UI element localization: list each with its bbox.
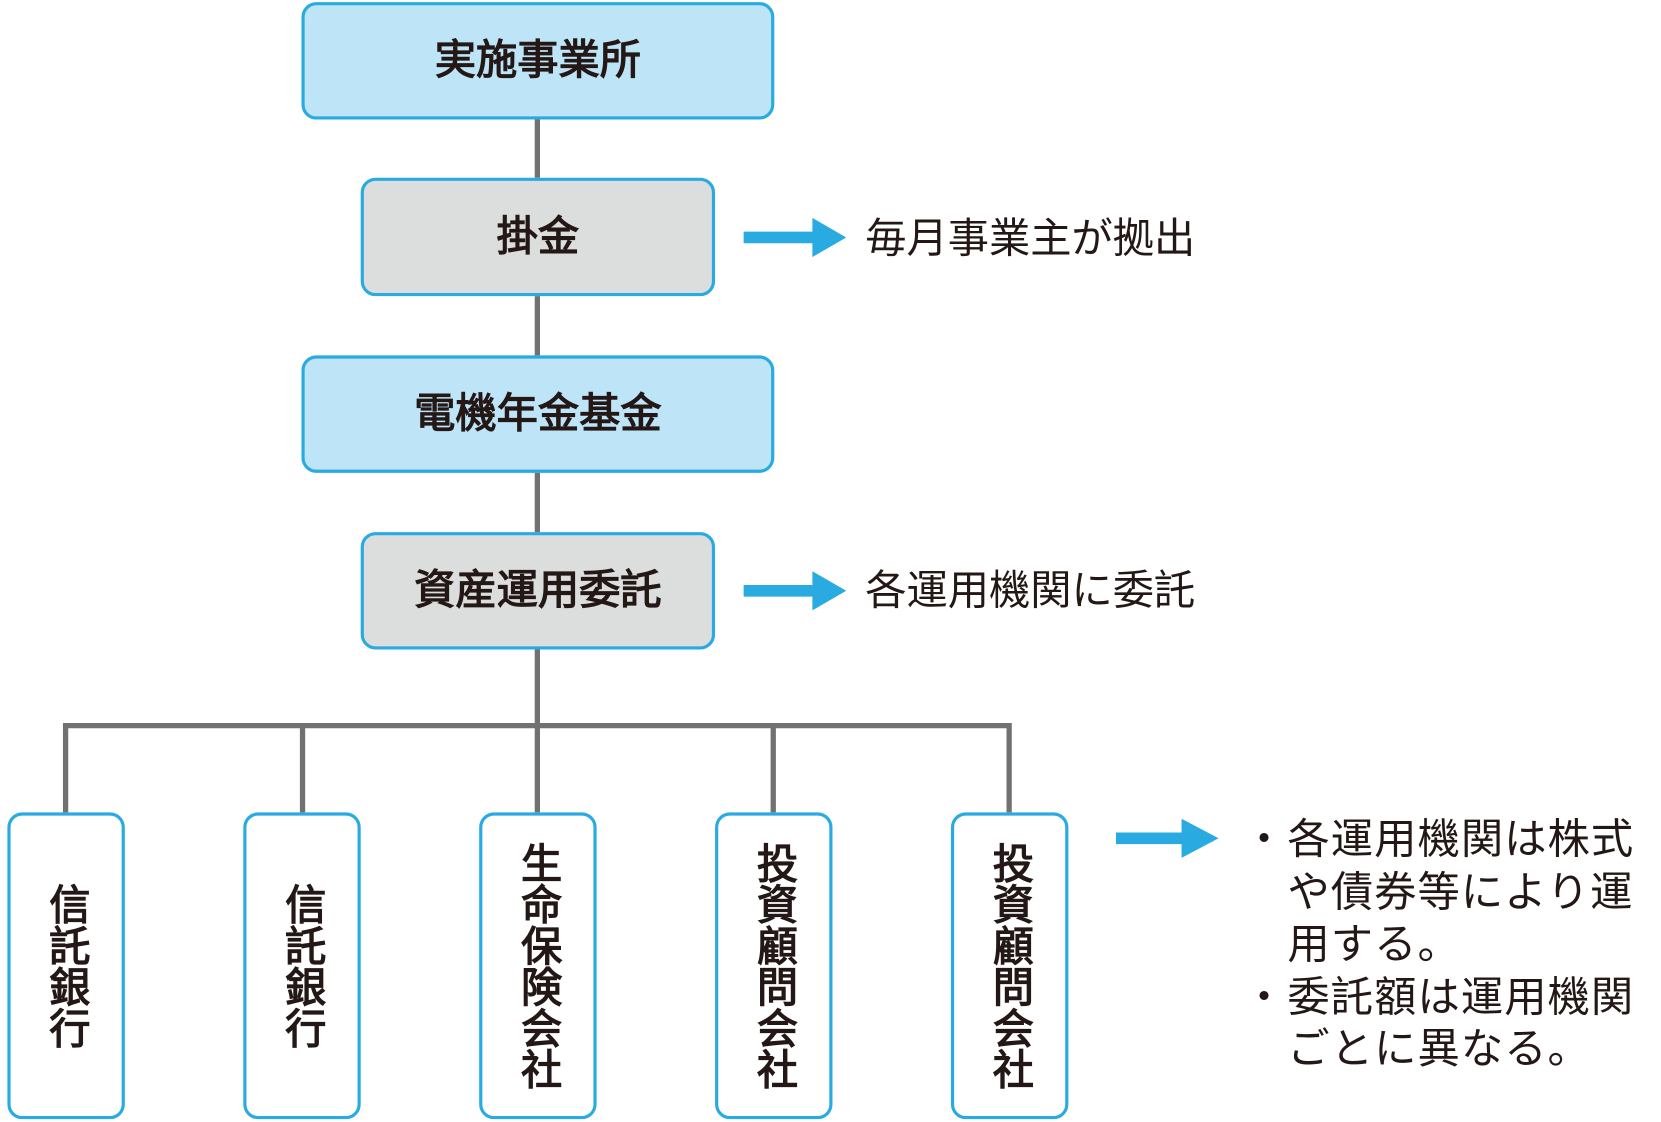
connector-institutions-bus	[62, 723, 1012, 813]
institution-label: 生命保険会社	[514, 842, 562, 1090]
bullet-marker: ・	[1242, 972, 1287, 1022]
institution-label: 信託銀行	[42, 883, 90, 1049]
contribution-arrow-icon	[743, 217, 847, 258]
bullet-item: ・ 委託額は運用機関 ごとに異なる。	[1243, 972, 1634, 1077]
institution-node: 信託銀行	[7, 812, 125, 1120]
bullet-line: 各運用機関は株式	[1287, 815, 1635, 865]
institution-label: 信託銀行	[278, 883, 326, 1049]
bullet-line: ごとに異なる。	[1287, 1025, 1591, 1074]
institutions-arrow-icon	[1115, 818, 1219, 858]
contribution-note: 毎月事業主が拠出	[865, 215, 1196, 263]
asset-management-arrow-icon	[743, 571, 847, 611]
bullet-item: ・ 各運用機関は株式 や債券等により運 用する。	[1243, 815, 1634, 972]
institution-label: 投資顧問会社	[749, 842, 798, 1090]
institution-node: 投資顧問会社	[715, 812, 833, 1120]
institution-node: 投資顧問会社	[950, 812, 1069, 1120]
institutions-note-list: ・ 各運用機関は株式 や債券等により運 用する。 ・ 委託額は運用機関 ごとに異…	[1243, 815, 1634, 1077]
bullet-line: 委託額は運用機関	[1287, 972, 1635, 1022]
node-asset-management-label: 資産運用委託	[414, 566, 662, 615]
bullet-line: や債券等により運	[1287, 867, 1634, 917]
node-sponsor-label: 実施事業所	[434, 37, 642, 85]
node-contribution: 掛金	[360, 177, 716, 297]
bullet-line: 用する。	[1287, 920, 1461, 969]
node-fund-label: 電機年金基金	[414, 390, 662, 438]
node-contribution-label: 掛金	[496, 213, 580, 261]
asset-management-note: 各運用機関に委託	[865, 567, 1196, 616]
institution-node: 生命保険会社	[479, 812, 597, 1120]
institution-node: 信託銀行	[243, 812, 361, 1120]
node-sponsor: 実施事業所	[301, 2, 775, 120]
bullet-marker: ・	[1242, 815, 1287, 865]
node-fund: 電機年金基金	[301, 355, 775, 473]
institution-label: 投資顧問会社	[985, 842, 1034, 1090]
node-asset-management: 資産運用委託	[360, 532, 716, 650]
